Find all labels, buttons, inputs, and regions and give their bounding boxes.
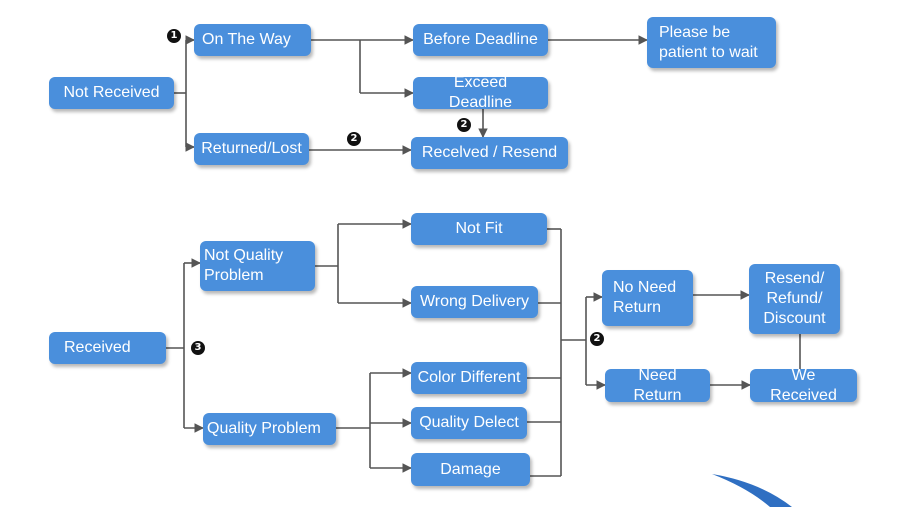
step-2-badge: 2 (457, 118, 471, 132)
received-node: Received (49, 332, 166, 364)
quality-problem-node: Quality Problem (203, 413, 336, 445)
wrong-delivery-node: Wrong Delivery (411, 286, 538, 318)
exceed-deadline-node: Exceed Deadline (413, 74, 548, 111)
please-wait-node: Please be patient to wait (647, 17, 776, 68)
we-received-node: We Received (750, 367, 857, 404)
received-resend-node: Recelved / Resend (411, 137, 568, 169)
step-3-badge: 3 (191, 341, 205, 355)
before-deadline-node: Before Deadline (413, 24, 548, 56)
quality-delect-node: Quality Delect (411, 407, 527, 439)
need-return-node: Need Return (605, 367, 710, 404)
not-fit-node: Not Fit (411, 213, 547, 245)
not-quality-problem-node: Not Quality Problem (200, 241, 315, 291)
not-received-node: Not Received (49, 77, 174, 109)
color-different-node: Color Different (411, 362, 527, 394)
on-the-way-node: On The Way (194, 24, 311, 56)
step-2-badge: 2 (347, 132, 361, 146)
no-need-return-node: No Need Return (602, 270, 693, 326)
step-2-badge: 2 (590, 332, 604, 346)
resend-refund-discount-node: Resend/ Refund/ Discount (749, 264, 840, 334)
returned-lost-node: Returned/Lost (194, 133, 309, 165)
step-1-badge: 1 (167, 29, 181, 43)
damage-node: Damage (411, 453, 530, 486)
